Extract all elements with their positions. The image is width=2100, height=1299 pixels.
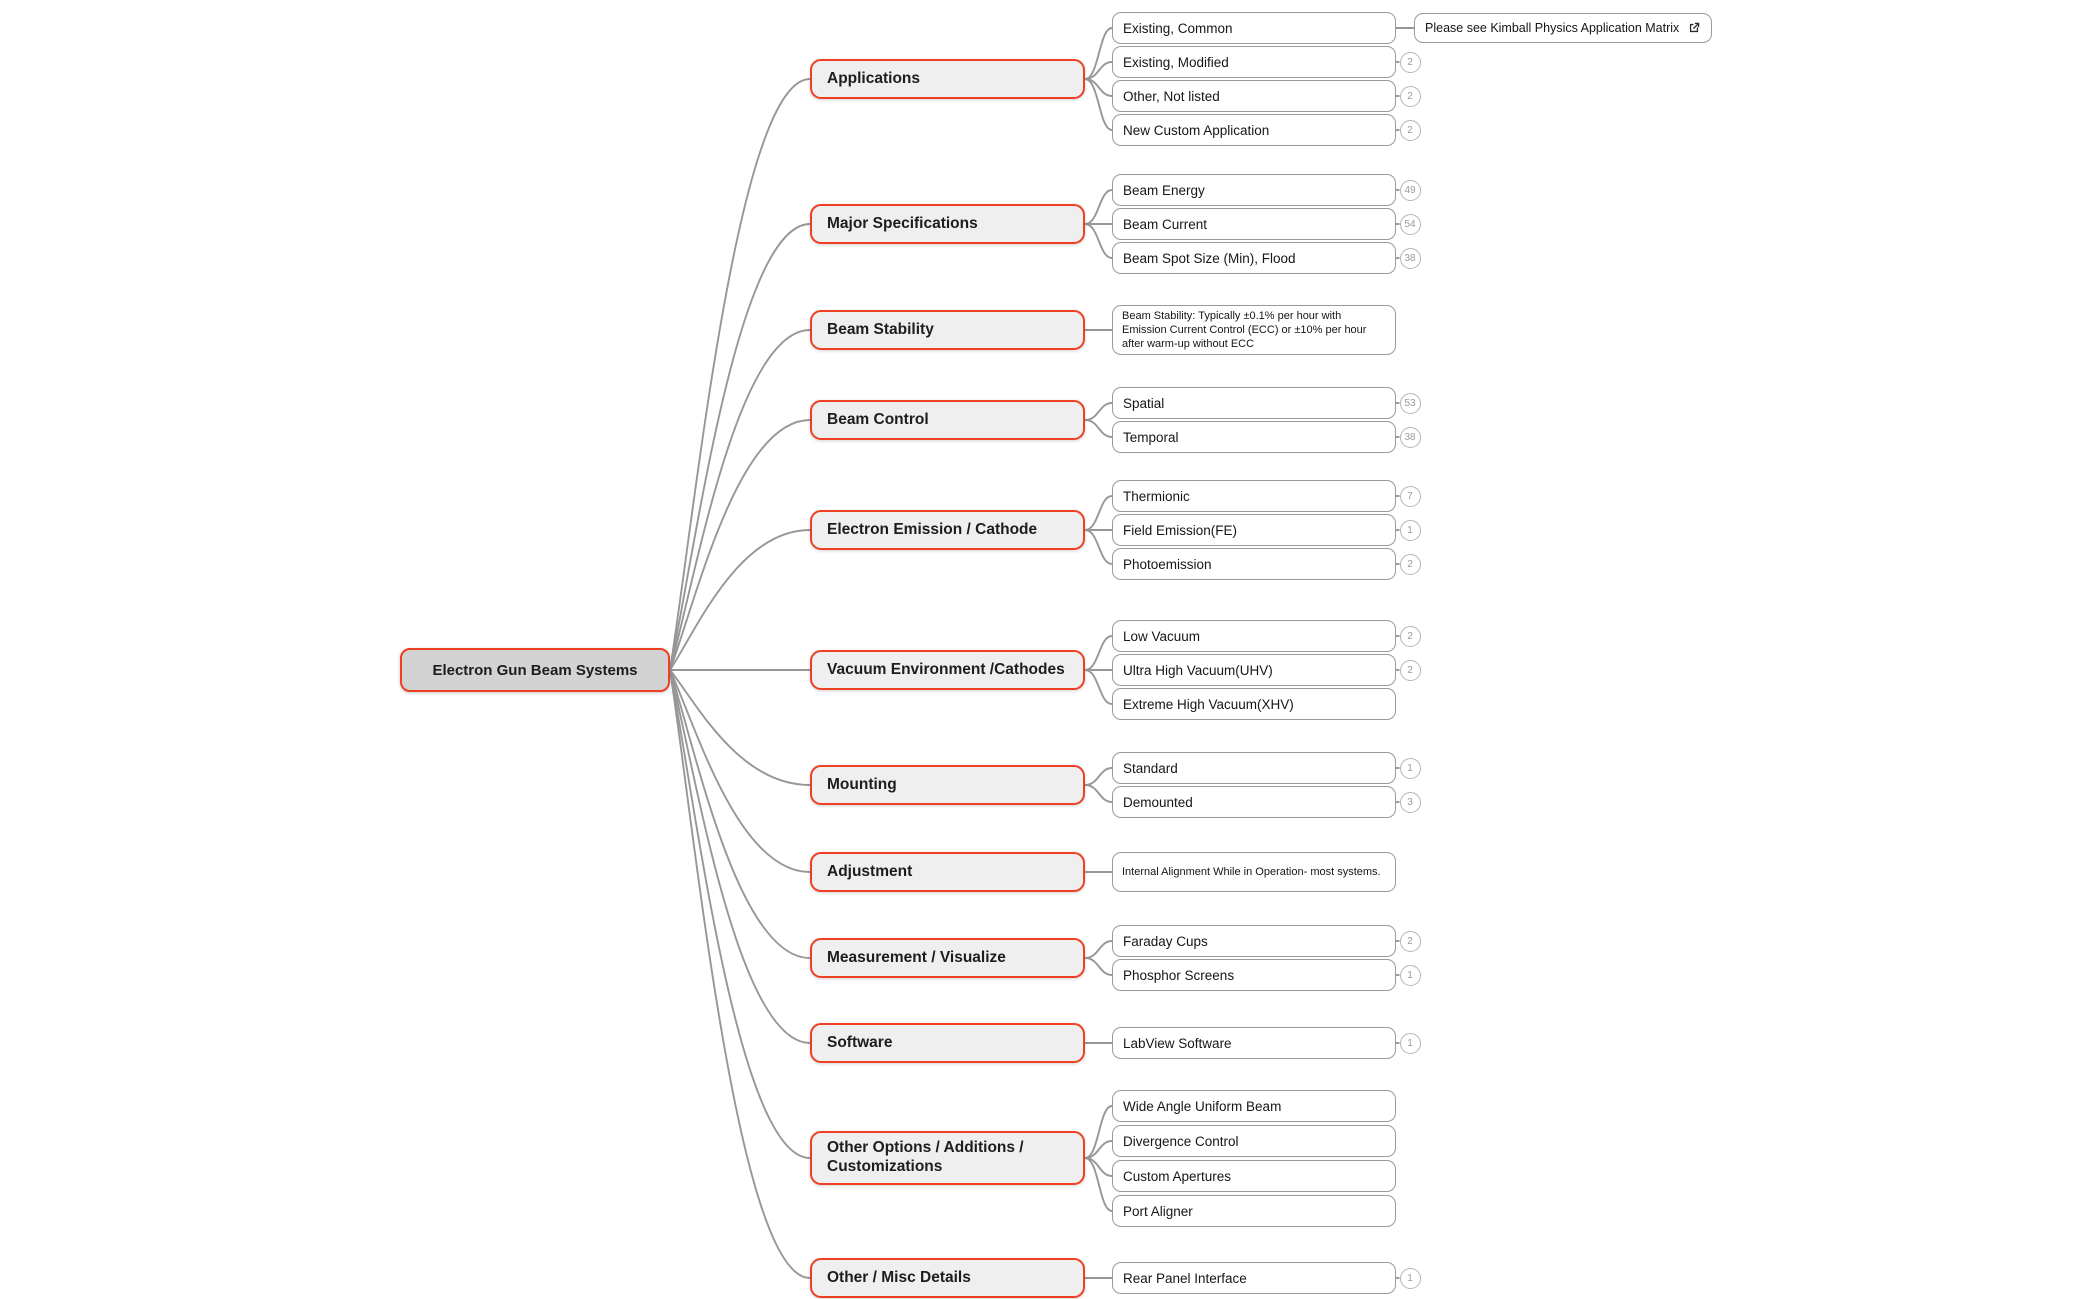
connector bbox=[669, 669, 811, 959]
child-node-custom-apertures[interactable]: Custom Apertures bbox=[1112, 1160, 1396, 1192]
connector bbox=[1084, 495, 1113, 531]
child-node-internal-alignment-while-in-operation-most[interactable]: Internal Alignment While in Operation- m… bbox=[1112, 852, 1396, 892]
child-count-badge[interactable]: 2 bbox=[1399, 553, 1421, 575]
connector bbox=[1084, 223, 1113, 259]
child-count-badge[interactable]: 2 bbox=[1399, 625, 1421, 647]
connector bbox=[1084, 529, 1113, 565]
child-node-new-custom-application[interactable]: New Custom Application bbox=[1112, 114, 1396, 146]
connector bbox=[1084, 419, 1113, 438]
child-node-low-vacuum[interactable]: Low Vacuum bbox=[1112, 620, 1396, 652]
child-node-divergence-control[interactable]: Divergence Control bbox=[1112, 1125, 1396, 1157]
branch-node-other-options-additions-customizations[interactable]: Other Options / Additions / Customizatio… bbox=[810, 1131, 1085, 1185]
connector bbox=[1084, 635, 1113, 671]
connector bbox=[1084, 957, 1113, 976]
connector bbox=[1084, 27, 1113, 80]
child-count-badge[interactable]: 3 bbox=[1399, 791, 1421, 813]
child-node-phosphor-screens[interactable]: Phosphor Screens bbox=[1112, 959, 1396, 991]
child-count-badge[interactable]: 2 bbox=[1399, 119, 1421, 141]
connector bbox=[1084, 1157, 1113, 1212]
root-node[interactable]: Electron Gun Beam Systems bbox=[400, 648, 670, 692]
connector bbox=[1084, 669, 1113, 705]
child-node-labview-software[interactable]: LabView Software bbox=[1112, 1027, 1396, 1059]
child-count-badge[interactable]: 38 bbox=[1399, 247, 1421, 269]
child-node-spatial[interactable]: Spatial bbox=[1112, 387, 1396, 419]
child-count-badge[interactable]: 1 bbox=[1399, 757, 1421, 779]
branch-node-adjustment[interactable]: Adjustment bbox=[810, 852, 1085, 892]
branch-node-other-misc-details[interactable]: Other / Misc Details bbox=[810, 1258, 1085, 1298]
child-node-standard[interactable]: Standard bbox=[1112, 752, 1396, 784]
child-count-badge[interactable]: 38 bbox=[1399, 426, 1421, 448]
branch-node-software[interactable]: Software bbox=[810, 1023, 1085, 1063]
child-node-photoemission[interactable]: Photoemission bbox=[1112, 548, 1396, 580]
child-node-other-not-listed[interactable]: Other, Not listed bbox=[1112, 80, 1396, 112]
branch-node-applications[interactable]: Applications bbox=[810, 59, 1085, 99]
connector bbox=[669, 329, 811, 671]
child-count-badge[interactable]: 1 bbox=[1399, 964, 1421, 986]
connector bbox=[1084, 1105, 1113, 1159]
branch-node-vacuum-environment-cathodes[interactable]: Vacuum Environment /Cathodes bbox=[810, 650, 1085, 690]
child-node-existing-common[interactable]: Existing, Common bbox=[1112, 12, 1396, 44]
connector bbox=[669, 669, 811, 1279]
connector bbox=[669, 669, 811, 786]
child-node-beam-current[interactable]: Beam Current bbox=[1112, 208, 1396, 240]
child-node-rear-panel-interface[interactable]: Rear Panel Interface bbox=[1112, 1262, 1396, 1294]
external-link-icon[interactable] bbox=[1687, 21, 1701, 35]
connector bbox=[669, 419, 811, 671]
child-node-beam-spot-size-min-flood[interactable]: Beam Spot Size (Min), Flood bbox=[1112, 242, 1396, 274]
child-node-port-aligner[interactable]: Port Aligner bbox=[1112, 1195, 1396, 1227]
child-node-thermionic[interactable]: Thermionic bbox=[1112, 480, 1396, 512]
child-count-badge[interactable]: 2 bbox=[1399, 85, 1421, 107]
connector bbox=[1084, 78, 1113, 131]
child-count-badge[interactable]: 1 bbox=[1399, 1032, 1421, 1054]
connector bbox=[669, 669, 811, 1159]
branch-node-major-specifications[interactable]: Major Specifications bbox=[810, 204, 1085, 244]
child-node-field-emission-fe[interactable]: Field Emission(FE) bbox=[1112, 514, 1396, 546]
child-count-badge[interactable]: 1 bbox=[1399, 519, 1421, 541]
branch-node-mounting[interactable]: Mounting bbox=[810, 765, 1085, 805]
child-node-existing-modified[interactable]: Existing, Modified bbox=[1112, 46, 1396, 78]
child-node-beam-energy[interactable]: Beam Energy bbox=[1112, 174, 1396, 206]
note-node-please-see-kimball-physics-application-mat[interactable]: Please see Kimball Physics Application M… bbox=[1414, 13, 1713, 43]
child-count-badge[interactable]: 2 bbox=[1399, 930, 1421, 952]
branch-node-beam-stability[interactable]: Beam Stability bbox=[810, 310, 1085, 350]
connector bbox=[1084, 784, 1113, 803]
child-node-beam-stability-typically-0-1-per-hour-with[interactable]: Beam Stability: Typically ±0.1% per hour… bbox=[1112, 305, 1396, 355]
child-node-demounted[interactable]: Demounted bbox=[1112, 786, 1396, 818]
child-node-ultra-high-vacuum-uhv[interactable]: Ultra High Vacuum(UHV) bbox=[1112, 654, 1396, 686]
child-node-faraday-cups[interactable]: Faraday Cups bbox=[1112, 925, 1396, 957]
child-count-badge[interactable]: 49 bbox=[1399, 179, 1421, 201]
note-label: Please see Kimball Physics Application M… bbox=[1425, 21, 1680, 35]
child-count-badge[interactable]: 53 bbox=[1399, 392, 1421, 414]
branch-node-electron-emission-cathode[interactable]: Electron Emission / Cathode bbox=[810, 510, 1085, 550]
connector bbox=[669, 669, 811, 873]
child-node-extreme-high-vacuum-xhv[interactable]: Extreme High Vacuum(XHV) bbox=[1112, 688, 1396, 720]
child-count-badge[interactable]: 2 bbox=[1399, 51, 1421, 73]
child-count-badge[interactable]: 2 bbox=[1399, 659, 1421, 681]
child-count-badge[interactable]: 1 bbox=[1399, 1267, 1421, 1289]
connector bbox=[669, 78, 811, 671]
child-count-badge[interactable]: 54 bbox=[1399, 213, 1421, 235]
connector bbox=[669, 529, 811, 671]
connector bbox=[669, 223, 811, 671]
branch-node-measurement-visualize[interactable]: Measurement / Visualize bbox=[810, 938, 1085, 978]
connector bbox=[1084, 189, 1113, 225]
connector bbox=[669, 669, 811, 1044]
child-node-temporal[interactable]: Temporal bbox=[1112, 421, 1396, 453]
child-count-badge[interactable]: 7 bbox=[1399, 485, 1421, 507]
child-node-wide-angle-uniform-beam[interactable]: Wide Angle Uniform Beam bbox=[1112, 1090, 1396, 1122]
branch-node-beam-control[interactable]: Beam Control bbox=[810, 400, 1085, 440]
